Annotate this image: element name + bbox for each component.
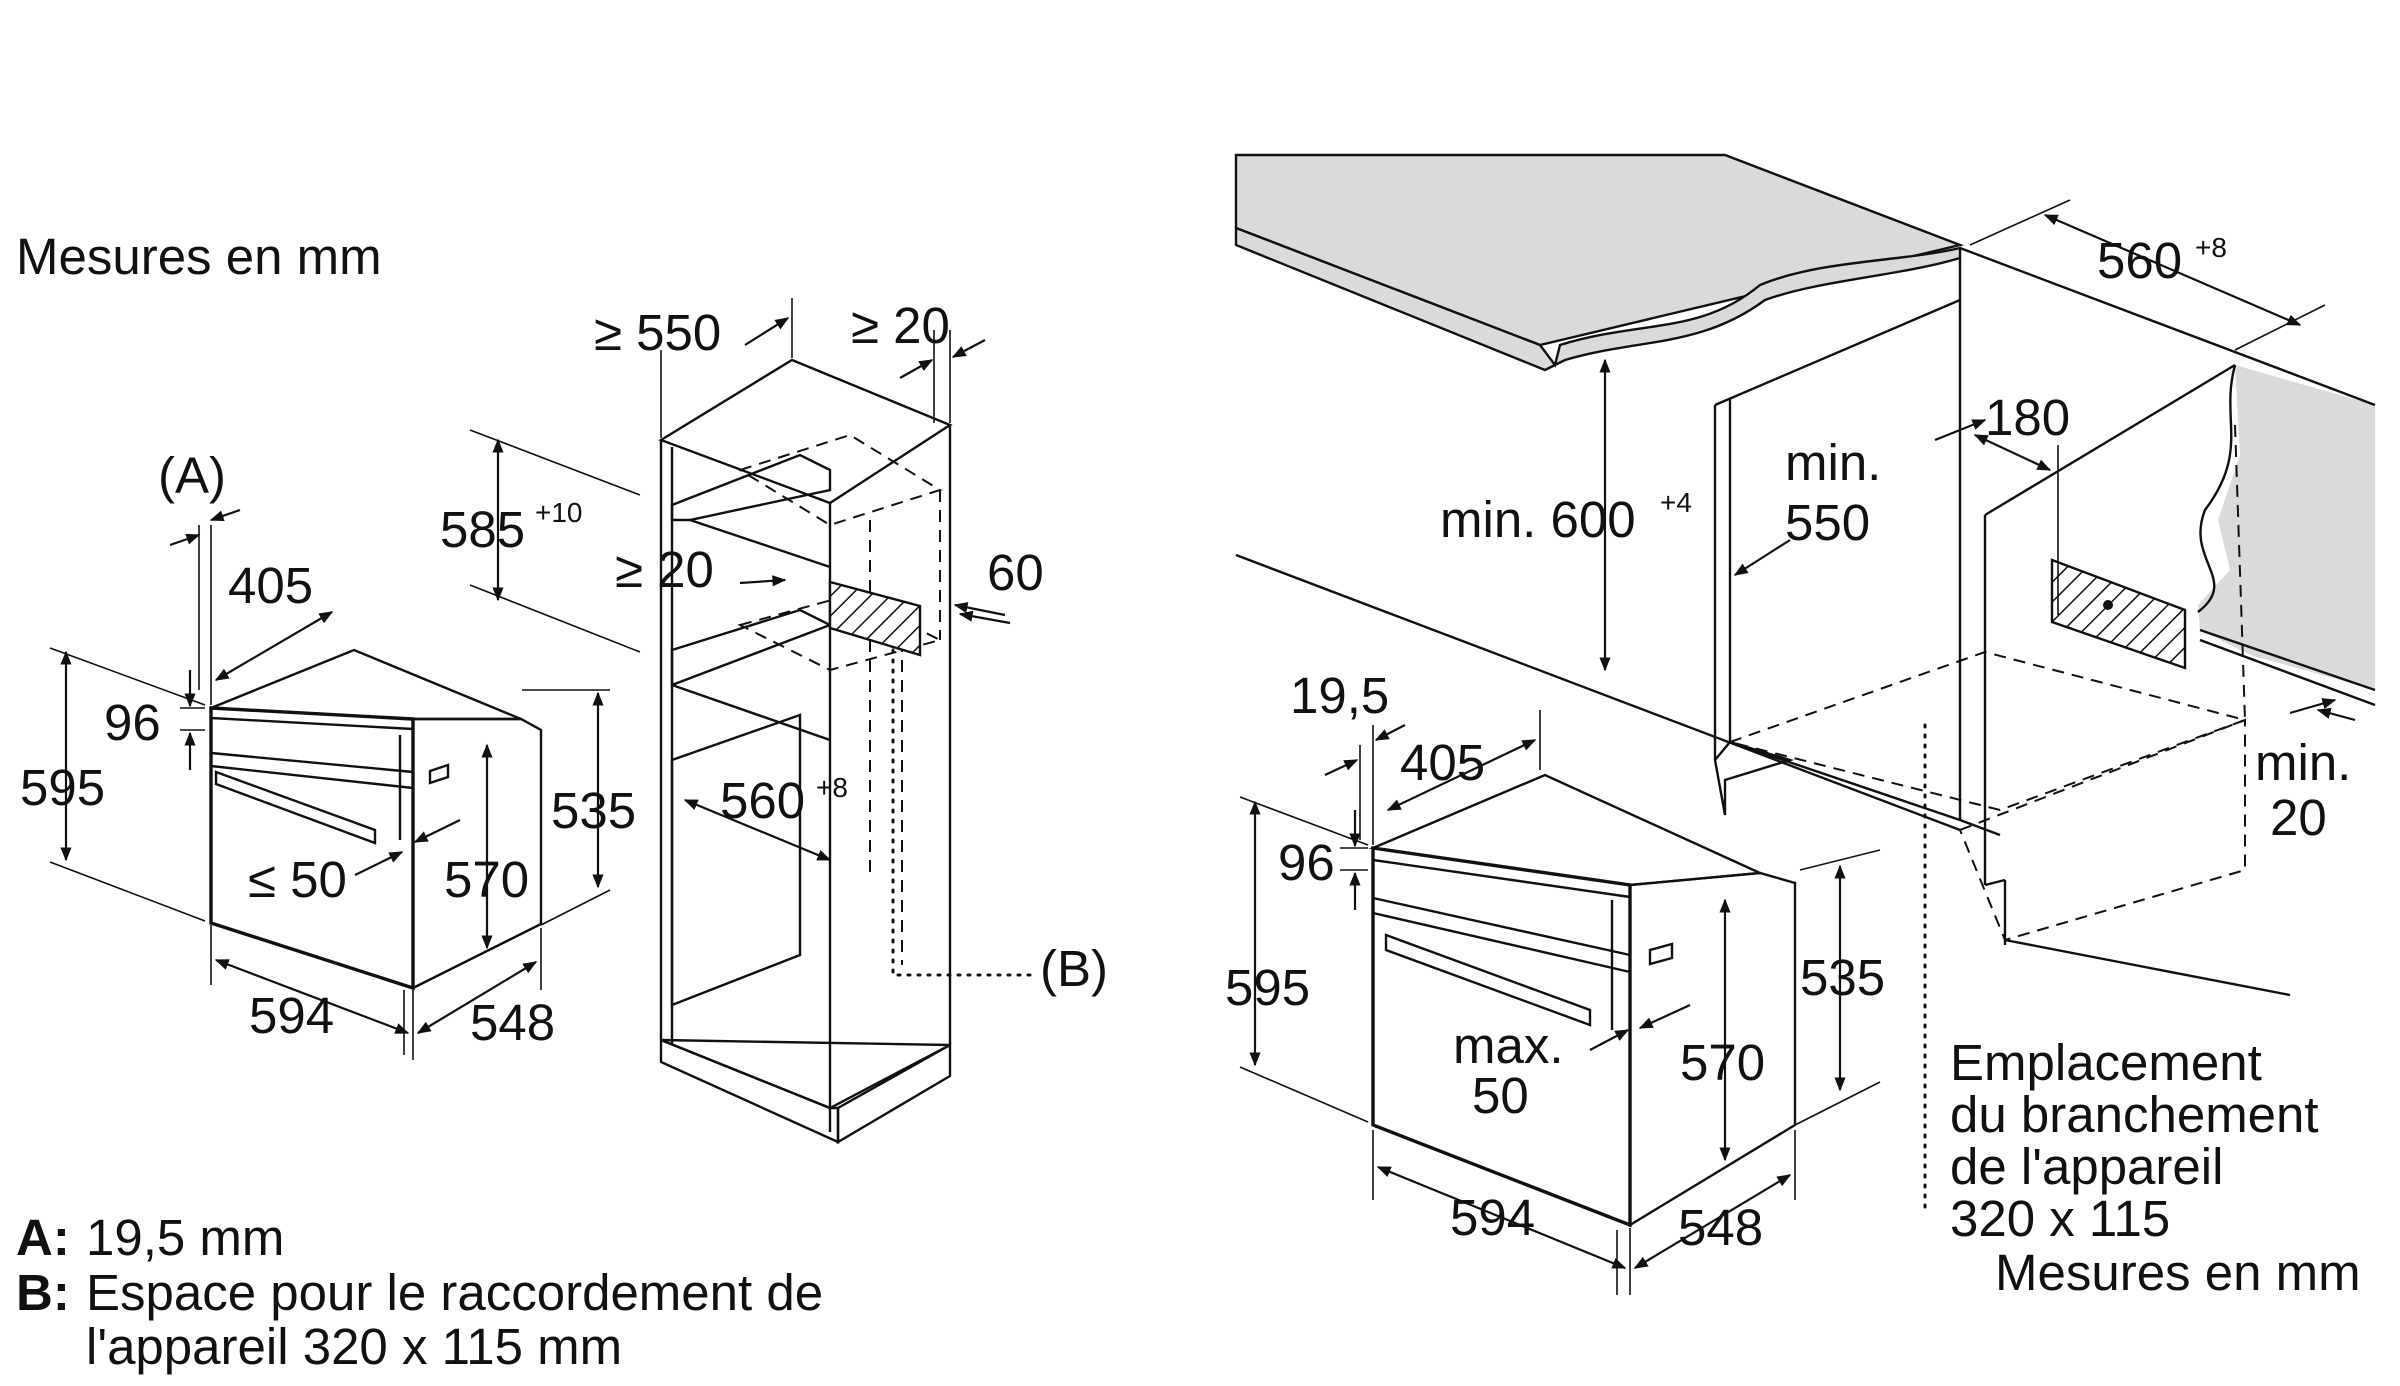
dim-min-20-top: ≥ 20	[851, 297, 950, 354]
dim-585-sup: +10	[535, 497, 583, 528]
r-dim-595: 595	[1225, 959, 1310, 1016]
left-oven	[209, 648, 543, 991]
r-min-20-b: 20	[2270, 789, 2327, 846]
r-dim-548: 548	[1678, 1199, 1763, 1256]
dim-595: 595	[20, 759, 105, 816]
right-dimension-lines	[1239, 199, 2356, 1295]
legend: A: 19,5 mm B: Espace pour le raccordemen…	[16, 1209, 823, 1375]
label-a: (A)	[158, 447, 226, 504]
left-cabinet	[658, 358, 1037, 1145]
dim-min-550: ≥ 550	[594, 304, 721, 361]
r-dim-570: 570	[1680, 1034, 1765, 1091]
r-dim-405: 405	[1400, 734, 1485, 791]
r-dim-560: 560	[2097, 232, 2182, 289]
right-oven	[1368, 773, 1797, 1228]
dim-585: 585	[440, 501, 525, 558]
r-max-50-a: max.	[1453, 1017, 1564, 1074]
r-min-20-a: min.	[2255, 734, 2351, 791]
r-units-note: Mesures en mm	[1995, 1244, 2361, 1301]
legend-key-b: B:	[16, 1264, 70, 1321]
r-dim-96: 96	[1278, 834, 1335, 891]
label-b: (B)	[1040, 940, 1108, 997]
legend-key-a: A:	[16, 1209, 70, 1266]
dim-570: 570	[444, 851, 529, 908]
left-units-note: Mesures en mm	[16, 228, 382, 285]
right-countertop-cabinet	[1234, 153, 2376, 997]
r-note-line-1: Emplacement	[1950, 1034, 2262, 1091]
dim-405: 405	[228, 557, 313, 614]
left-labels: Mesures en mm (A) 405 96 595 ≤ 50 570 53…	[16, 228, 1108, 1051]
dim-min-20-inner: ≥ 20	[615, 541, 714, 598]
r-dim-535: 535	[1800, 949, 1885, 1006]
dim-560-sup: +8	[816, 772, 848, 803]
r-min-550-b: 550	[1785, 494, 1870, 551]
dim-96: 96	[104, 694, 161, 751]
r-max-50-b: 50	[1472, 1067, 1529, 1124]
legend-text-b: Espace pour le raccordement de	[86, 1264, 823, 1321]
r-note-line-4: 320 x 115	[1950, 1190, 2170, 1247]
right-labels: 560 +8 180 min. 550 min. 600 +4 19,5 405…	[1225, 232, 2361, 1301]
r-min-600: min. 600	[1440, 491, 1636, 548]
left-dimension-lines	[49, 298, 1011, 1060]
dim-594: 594	[249, 987, 334, 1044]
dim-548: 548	[470, 994, 555, 1051]
dim-535: 535	[551, 782, 636, 839]
r-min-600-sup: +4	[1660, 487, 1692, 518]
r-min-550-a: min.	[1785, 434, 1881, 491]
r-dim-19-5: 19,5	[1290, 667, 1389, 724]
r-dim-180: 180	[1985, 389, 2070, 446]
legend-text-b-cont: l'appareil 320 x 115 mm	[86, 1318, 622, 1375]
r-dim-594: 594	[1450, 1189, 1535, 1246]
r-note-line-2: du branchement	[1950, 1086, 2319, 1143]
dim-560: 560	[720, 772, 805, 829]
r-dim-560-sup: +8	[2195, 232, 2227, 263]
r-note-line-3: de l'appareil	[1950, 1138, 2223, 1195]
legend-text-a: 19,5 mm	[86, 1209, 284, 1266]
dim-60: 60	[987, 544, 1044, 601]
dim-max-50: ≤ 50	[248, 851, 347, 908]
